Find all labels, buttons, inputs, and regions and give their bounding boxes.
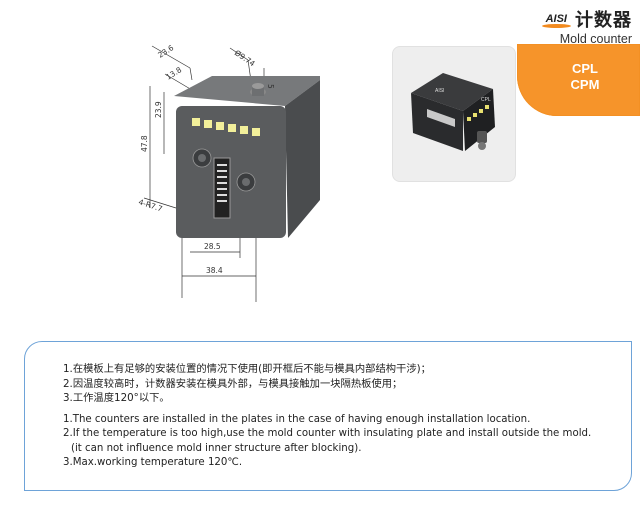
model-tab: CPL CPM [517,44,640,116]
dim-23-9: 23.9 [154,101,163,118]
model-label-cpl: CPL [572,61,598,76]
brand-logo: AISI [541,13,571,28]
notes-box: 1.在模板上有足够的安装位置的情况下使用(即开框后不能与模具内部结构干涉)； 2… [24,341,632,491]
note-en-2: 2.If the temperature is too high,use the… [63,428,592,439]
note-en-2-cont: (it can not influence mold inner structu… [71,442,362,454]
dim-radius: 4-R7.7 [137,197,163,213]
dim-diameter: Ø9.74 [233,48,257,68]
dim-38-4: 38.4 [206,266,223,275]
model-label-cpm: CPM [570,77,600,92]
brand-row: AISI 计数器 [541,6,632,32]
brand-title-en: Mold counter [559,32,632,46]
note-cn-3: 3.工作温度120°以下。 [63,392,170,404]
brand-header: AISI 计数器 Mold counter [541,6,632,46]
led-row-icon [467,105,489,121]
notes-gap [63,406,631,413]
photo-side-label: CPL [481,97,491,103]
product-photo-frame: AISI CPL [392,46,516,182]
technical-drawing: 23.6 Ø9.74 13.8 5 23.9 47.8 4-R7.7 28.5 … [137,43,320,302]
dimension-lines [143,45,265,302]
dim-28-5: 28.5 [204,242,221,251]
note-cn-1: 1.在模板上有足够的安装位置的情况下使用(即开框后不能与模具内部结构干涉)； [63,363,431,375]
logo-swoosh-icon [541,24,571,28]
brand-title-cn: 计数器 [575,10,632,31]
dim-23-6: 23.6 [156,43,175,60]
note-en-3: 3.Max.working temperature 120℃. [63,457,243,468]
note-cn-2: 2.因温度较高时，计数器安装在模具外部，与模具接触加一块隔热板使用； [63,377,403,390]
led-indicators-icon [192,118,260,136]
note-en-1: 1.The counters are installed in the plat… [63,413,531,425]
dim-5: 5 [266,84,275,89]
photo-top-label: AISI [435,88,444,94]
counter-body [174,76,320,238]
product-photo-illustration: AISI CPL [411,73,495,151]
brand-logo-text: AISI [545,13,567,25]
dim-47-8: 47.8 [140,135,149,152]
